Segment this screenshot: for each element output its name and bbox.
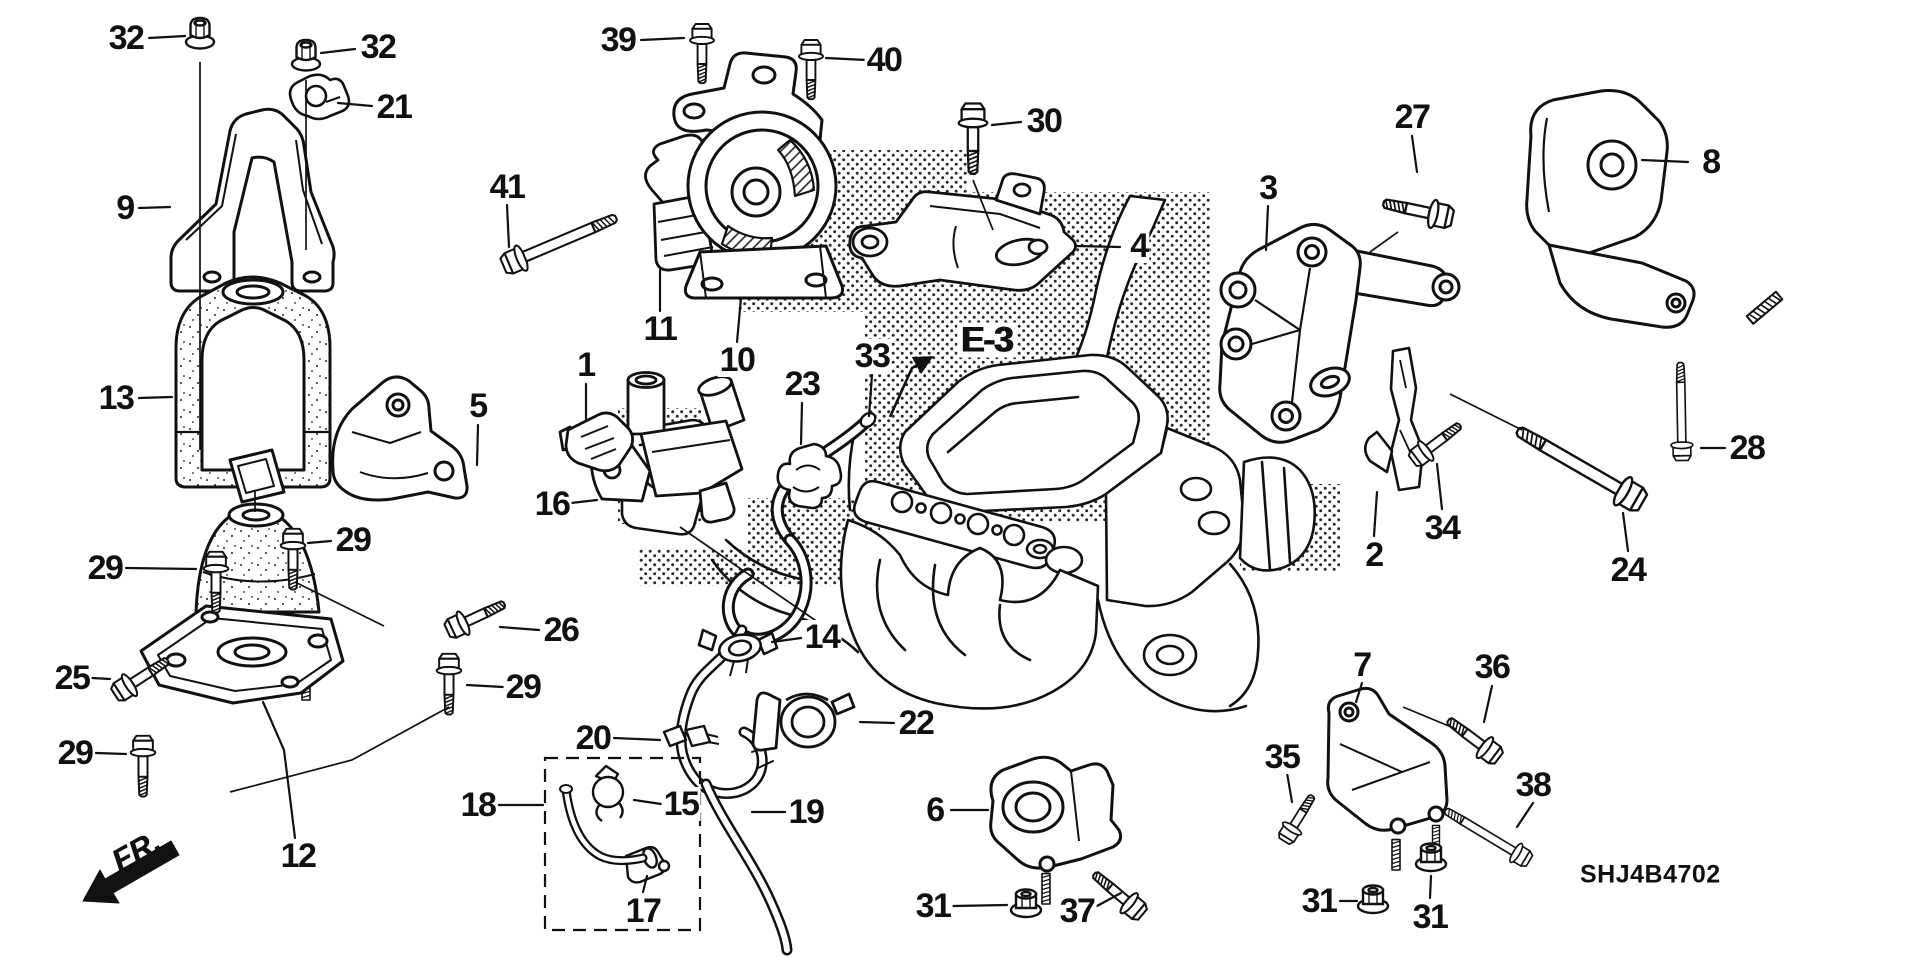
leader-line-2-23 — [1372, 490, 1379, 538]
leader-line-13-4 — [137, 395, 174, 400]
leader-line-7-42 — [1354, 681, 1364, 704]
bolt-29c — [435, 652, 463, 716]
engine-ref-label: E-3 — [957, 322, 1017, 358]
bolt-38 — [1439, 800, 1536, 871]
nut-31a — [1009, 888, 1043, 919]
nut-32b — [290, 38, 322, 72]
leader-line-9-3 — [137, 205, 172, 210]
leader-line-16-13 — [569, 498, 599, 505]
leader-line-12-30 — [261, 700, 297, 840]
part-6-drawing — [989, 755, 1122, 906]
leader-line-32-1 — [319, 47, 357, 55]
part-3-drawing — [1218, 223, 1461, 444]
leader-line-23-14 — [799, 401, 804, 446]
leader-line-22-32 — [858, 720, 896, 725]
leader-line-29-27 — [94, 751, 128, 756]
bolt-29d — [129, 734, 157, 798]
bolt-26 — [440, 591, 511, 644]
part-13-drawing — [174, 275, 332, 489]
part-4-drawing — [848, 172, 1077, 292]
leader-line-17-37 — [641, 874, 649, 894]
bolt-28 — [1668, 361, 1694, 462]
leader-line-39-5 — [639, 36, 686, 42]
nut-31b — [1356, 884, 1390, 915]
part-8-drawing — [1525, 89, 1784, 329]
nut-31c — [1414, 842, 1448, 873]
part-1-drawing — [558, 411, 634, 473]
part-22-drawing — [751, 691, 856, 752]
leader-line-14-31 — [770, 636, 803, 644]
callout-leader-lines — [90, 34, 1727, 908]
leader-line-27-18 — [1410, 134, 1419, 174]
part-21-drawing — [288, 73, 351, 121]
part-9-drawing — [169, 107, 336, 293]
part-23-drawing — [776, 442, 843, 510]
part-16-drawing — [589, 371, 746, 524]
leader-line-29-26 — [465, 683, 505, 689]
part-18-group-box — [543, 756, 702, 932]
leader-line-15-36 — [632, 798, 663, 806]
leader-line-40-6 — [824, 56, 868, 62]
leader-line-24-21 — [1621, 511, 1630, 553]
diagram-code: SHJ4B4702 — [1580, 860, 1721, 889]
bolt-27 — [1379, 188, 1457, 234]
bolt-39 — [689, 23, 715, 85]
part-7-drawing — [1326, 686, 1449, 872]
part-15-drawing — [591, 764, 625, 822]
leader-line-33-15 — [867, 373, 874, 418]
hose-18-drawing — [559, 784, 648, 866]
leader-line-5-12 — [475, 423, 480, 467]
leader-line-35-41 — [1285, 771, 1294, 804]
leader-line-37-40 — [1095, 891, 1123, 908]
leader-line-31-46 — [1428, 874, 1433, 900]
nut-32a — [184, 16, 216, 50]
leader-line-29-24 — [124, 566, 198, 571]
bolt-24 — [1508, 415, 1652, 518]
leader-line-20-34 — [612, 736, 662, 742]
leader-line-38-44 — [1515, 801, 1535, 829]
leader-line-10-10 — [735, 296, 743, 344]
part-5-drawing — [331, 375, 469, 502]
leader-line-34-22 — [1435, 462, 1444, 511]
engine-assembly — [620, 194, 1316, 713]
part-14-drawing — [697, 628, 779, 677]
part-10-drawing — [672, 51, 844, 300]
leader-line-4-17 — [1074, 244, 1122, 249]
bolt-35 — [1274, 789, 1323, 848]
front-direction-arrow — [82, 840, 180, 904]
leader-line-3-16 — [1264, 204, 1270, 252]
leader-line-30-7 — [990, 120, 1023, 127]
leader-line-41-8 — [505, 203, 511, 249]
part-2-drawing — [1363, 346, 1425, 492]
leader-line-21-2 — [336, 101, 374, 108]
hose-19-drawing — [675, 533, 813, 956]
engine-ref-arrow — [888, 356, 934, 418]
leader-line-8-19 — [1640, 158, 1690, 164]
leader-line-32-0 — [147, 34, 187, 40]
construction-lines — [199, 62, 1523, 793]
leader-line-26-29 — [498, 625, 541, 632]
leader-line-31-39 — [951, 903, 1009, 908]
bolt-36 — [1439, 709, 1508, 770]
leader-line-25-28 — [90, 676, 112, 681]
bolt-41 — [497, 204, 623, 280]
leader-line-36-43 — [1482, 684, 1494, 724]
part-20-drawing — [662, 724, 720, 748]
leader-line-29-25 — [306, 539, 333, 545]
bolt-40 — [798, 39, 824, 101]
